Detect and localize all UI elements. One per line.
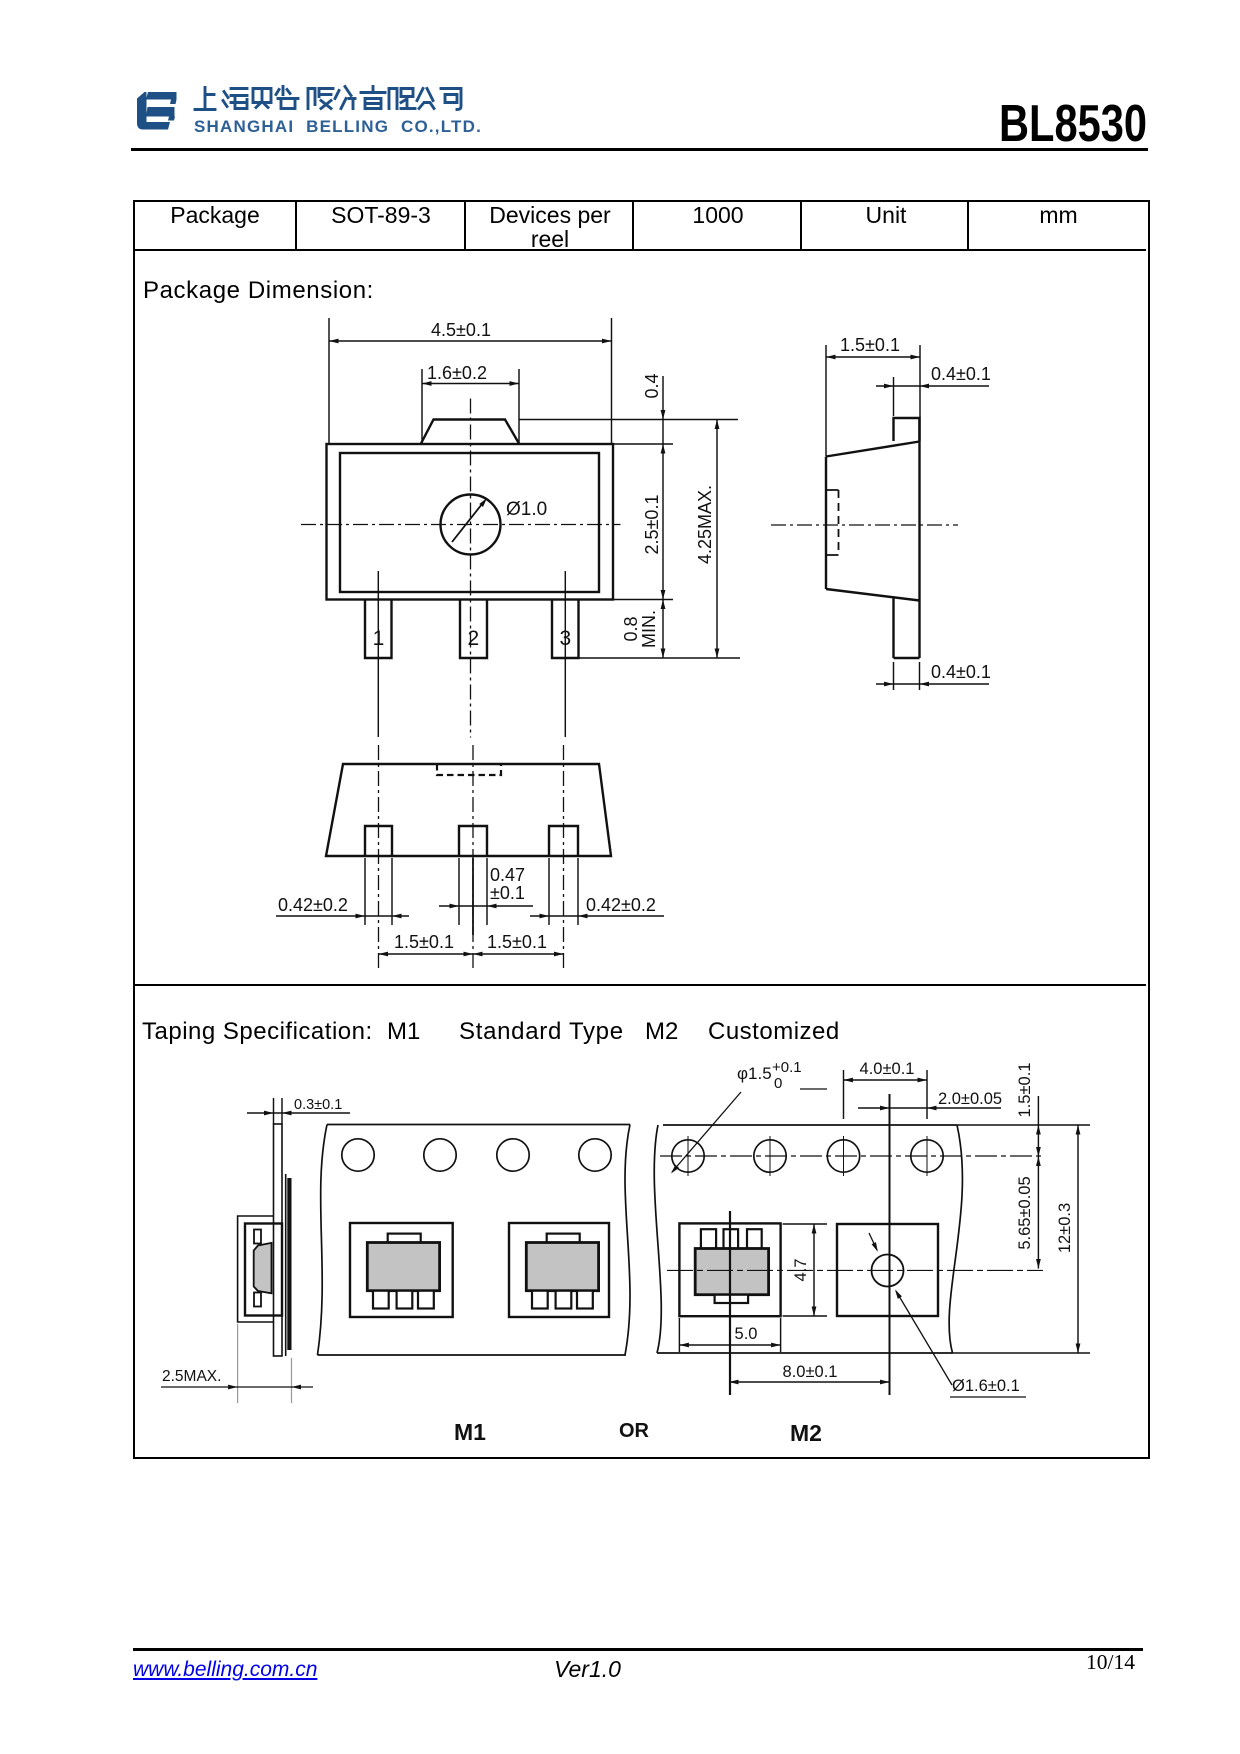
svg-text:0.47: 0.47 (490, 865, 525, 885)
svg-text:φ1.5: φ1.5 (737, 1064, 772, 1083)
svg-text:5.0: 5.0 (735, 1325, 758, 1343)
svg-text:1: 1 (373, 627, 385, 650)
svg-text:SHANGHAI BELLING CO.,LTD.: SHANGHAI BELLING CO.,LTD. (194, 117, 482, 136)
svg-text:1.5±0.1: 1.5±0.1 (487, 932, 547, 952)
svg-text:Ø1.0: Ø1.0 (506, 499, 547, 520)
svg-text:3: 3 (559, 627, 571, 650)
svg-text:0: 0 (774, 1075, 782, 1092)
svg-text:0.8: 0.8 (621, 616, 641, 641)
svg-text:1.6±0.2: 1.6±0.2 (427, 363, 487, 383)
svg-text:Ø1.6±0.1: Ø1.6±0.1 (952, 1377, 1020, 1395)
svg-text:1.5±0.1: 1.5±0.1 (840, 335, 900, 355)
svg-text:2.0±0.05: 2.0±0.05 (938, 1090, 1002, 1108)
svg-text:2: 2 (467, 627, 479, 650)
svg-text:0.42±0.2: 0.42±0.2 (278, 895, 348, 915)
svg-text:+0.1: +0.1 (772, 1059, 802, 1076)
svg-text:M1: M1 (454, 1419, 486, 1445)
svg-text:8.0±0.1: 8.0±0.1 (783, 1363, 838, 1381)
svg-text:4.5±0.1: 4.5±0.1 (431, 320, 491, 340)
svg-text:0.3±0.1: 0.3±0.1 (294, 1097, 342, 1113)
svg-text:M2: M2 (790, 1420, 822, 1446)
svg-text:2.5MAX.: 2.5MAX. (162, 1368, 221, 1385)
svg-text:4.0±0.1: 4.0±0.1 (860, 1060, 915, 1078)
svg-text:4.7: 4.7 (792, 1259, 810, 1282)
svg-text:0.4: 0.4 (642, 373, 662, 398)
svg-text:MIN.: MIN. (639, 610, 659, 648)
svg-text:OR: OR (619, 1420, 650, 1442)
svg-text:1.5±0.1: 1.5±0.1 (1016, 1063, 1034, 1118)
svg-text:±0.1: ±0.1 (490, 883, 525, 903)
svg-text:0.42±0.2: 0.42±0.2 (586, 895, 656, 915)
svg-text:2.5±0.1: 2.5±0.1 (642, 495, 662, 555)
svg-text:0.4±0.1: 0.4±0.1 (931, 364, 991, 384)
svg-text:0.4±0.1: 0.4±0.1 (931, 662, 991, 682)
svg-text:1.5±0.1: 1.5±0.1 (394, 932, 454, 952)
svg-text:12±0.3: 12±0.3 (1056, 1203, 1074, 1253)
svg-text:5.65±0.05: 5.65±0.05 (1016, 1176, 1034, 1249)
svg-text:4.25MAX.: 4.25MAX. (695, 485, 715, 564)
